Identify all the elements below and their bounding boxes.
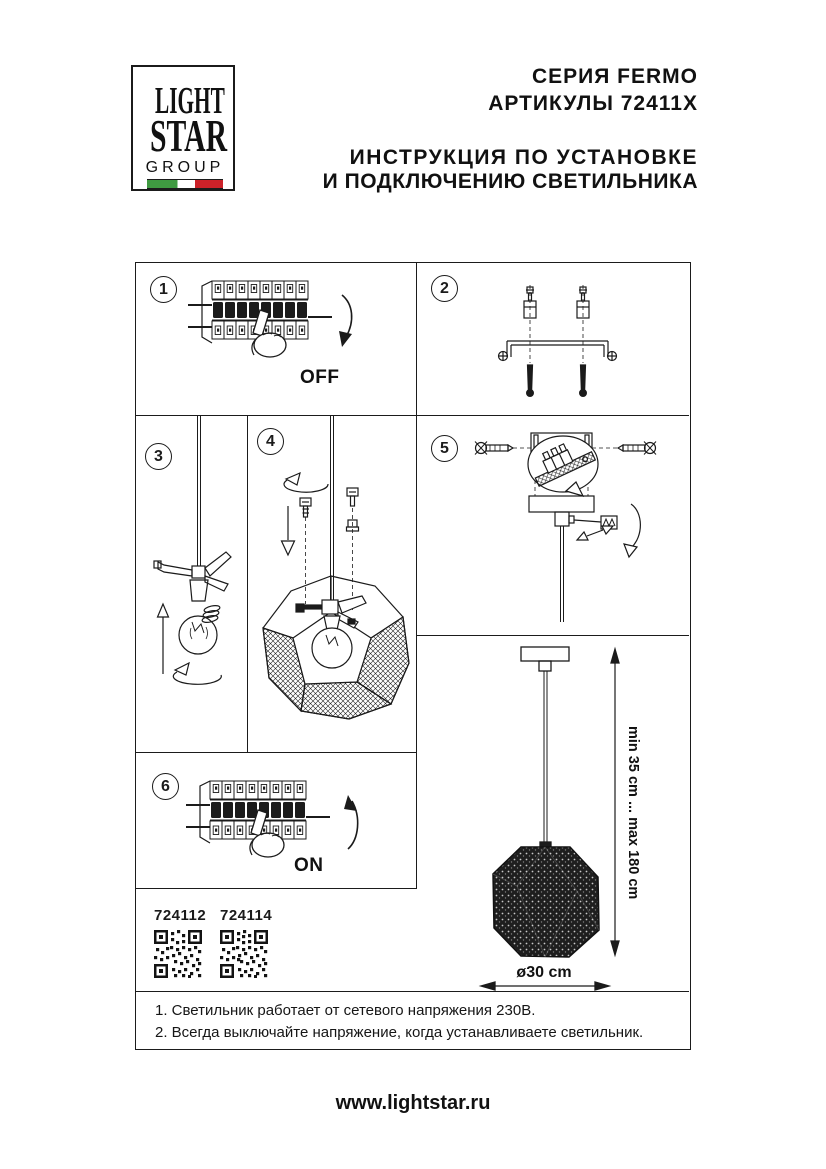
step6-number-badge: 6 [152, 773, 179, 800]
logo-word-group: GROUP [145, 159, 225, 176]
height-dimension [610, 646, 620, 958]
step1-panel: 1 [136, 263, 417, 416]
black-screw-icon [525, 364, 534, 397]
logo-word-star: STAR [150, 111, 228, 161]
bulb-base-threads-icon [201, 605, 221, 623]
height-range-label: min 35 cm ... max 180 cm [625, 726, 641, 899]
series-title: СЕРИЯ FERMO [531, 65, 698, 88]
black-screw-icon [579, 364, 588, 397]
step6-number: 6 [161, 777, 170, 795]
articles-title: АРТИКУЛЫ 72411X [488, 92, 698, 115]
screw-icon [474, 441, 515, 455]
rotate-arrow-icon [623, 503, 641, 559]
socket-spider-icon [153, 551, 232, 602]
instruction-title-line2: И ПОДКЛЮЧЕНИЮ СВЕТИЛЬНИКА [322, 170, 698, 193]
step2-number-badge: 2 [431, 275, 458, 302]
shade-silhouette [492, 846, 600, 958]
screw-icon [346, 487, 359, 507]
step1-number-badge: 1 [150, 276, 177, 303]
double-arrow-icon [575, 525, 615, 541]
canopy-mounting-drawing [474, 432, 657, 622]
rotate-arrow-icon [283, 471, 329, 493]
step3-number-badge: 3 [145, 443, 172, 470]
website-url: www.lightstar.ru [335, 1092, 491, 1114]
step4-number: 4 [266, 432, 275, 450]
arrow-up-icon [156, 602, 170, 674]
italian-flag-bar [147, 179, 223, 189]
step3-number: 3 [154, 447, 163, 465]
light-bulb-icon [311, 627, 353, 669]
diameter-label: ø30 cm [516, 964, 571, 981]
arrow-up-icon [344, 795, 359, 850]
step4-panel: 4 [248, 416, 417, 753]
step2-panel: 2 [417, 263, 689, 416]
circuit-breaker-off-drawing [136, 263, 353, 413]
qr-article-left: 724112 [154, 907, 207, 924]
note-line-1: 1. Светильник работает от сетевого напря… [155, 1002, 536, 1019]
note-line-2: 2. Всегда выключайте напряжение, когда у… [155, 1024, 644, 1041]
step4-number-badge: 4 [257, 428, 284, 455]
ceiling-bracket-icon [497, 340, 618, 362]
canopy-plate [528, 495, 595, 513]
step1-number: 1 [159, 280, 168, 298]
step5-number: 5 [440, 439, 449, 457]
screw-icon [616, 441, 657, 455]
qr-section: 724112 724114 [136, 889, 417, 991]
rotate-arrow-icon [172, 661, 222, 685]
light-bulb-icon [178, 615, 218, 655]
step5-number-badge: 5 [431, 435, 458, 462]
arrow-down-icon [339, 294, 353, 347]
lightstar-logo: LIGHT STAR GROUP [131, 65, 235, 191]
qr-article-right: 724114 [220, 907, 273, 924]
off-label: OFF [300, 367, 340, 388]
diameter-dimension [478, 981, 612, 991]
pendant-lamp-drawing: min 35 cm ... max 180 cm ø30 cm [478, 646, 641, 991]
canopy-plate [520, 646, 570, 662]
circuit-breaker-on-drawing [136, 753, 359, 886]
screw-icon [299, 497, 312, 518]
anchor-screw-icon [576, 286, 590, 319]
on-label: ON [294, 855, 324, 876]
qr-code-724112 [154, 930, 202, 978]
anchor-screw-icon [523, 286, 537, 319]
faceted-shade-icon [262, 575, 410, 720]
arrow-down-icon [280, 506, 296, 557]
terminal-block-detail-balloon [527, 435, 599, 497]
lamp-dimension-figure: min 35 cm ... max 180 cm ø30 cm [417, 636, 689, 991]
step6-panel: 6 ON [136, 753, 417, 889]
bulb-installation-drawing [153, 416, 232, 685]
mounting-bracket-drawing [497, 285, 618, 397]
header-titles: СЕРИЯ FERMO АРТИКУЛЫ 72411X ИНСТРУКЦИЯ П… [323, 63, 698, 194]
step5-panel: 5 [417, 416, 689, 636]
instruction-board: 1 [135, 262, 691, 1050]
socket-spider-icon [295, 595, 367, 631]
safety-notes: 1. Светильник работает от сетевого напря… [136, 991, 689, 1048]
instruction-title-line1: ИНСТРУКЦИЯ ПО УСТАНОВКЕ [349, 146, 698, 169]
shade-assembly-drawing [262, 416, 410, 720]
step3-panel: 3 [136, 416, 248, 753]
step2-number: 2 [440, 279, 449, 297]
qr-code-724114 [220, 930, 268, 978]
